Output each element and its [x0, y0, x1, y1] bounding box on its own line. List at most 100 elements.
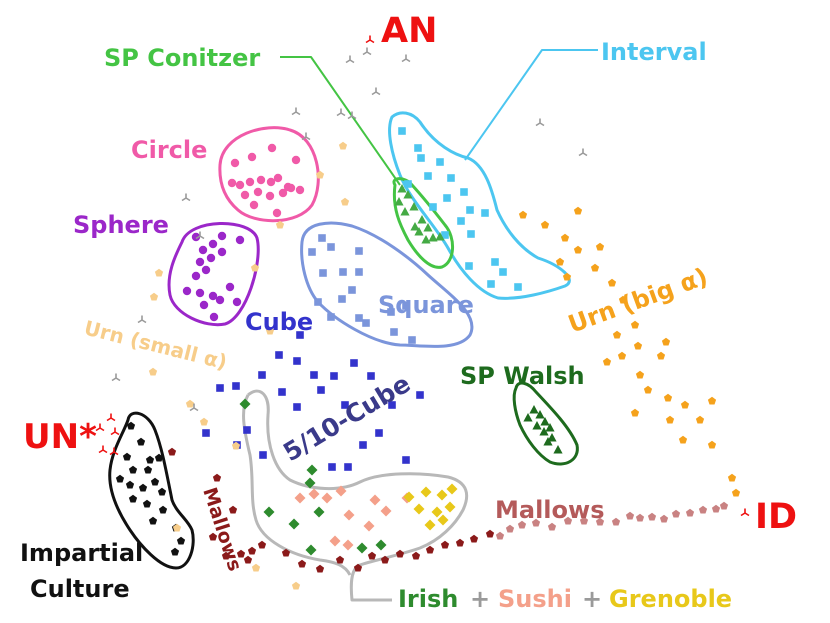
- interval-point-1: [414, 144, 422, 152]
- square-point-12: [355, 314, 363, 322]
- gray-tri-point-0: [345, 55, 355, 64]
- sushi-point-0: [294, 492, 306, 504]
- interval-leader: [464, 49, 598, 161]
- cube-point-6: [350, 359, 358, 367]
- impartial-culture-point-12: [128, 494, 138, 503]
- urn-small-point-10: [172, 523, 182, 532]
- gray-tri-point-9: [181, 193, 191, 202]
- circle-point-13: [253, 187, 263, 197]
- gray-tri-point-8: [578, 148, 588, 157]
- urn-small-point-13: [231, 441, 241, 450]
- mallows-dark-point-2: [228, 505, 238, 514]
- gray-tri-point-4: [336, 108, 346, 117]
- sp-conitzer-point-1: [403, 190, 413, 199]
- interval-point-3: [436, 158, 444, 166]
- mallows-light-point-16: [711, 504, 721, 513]
- sphere-outline: [167, 222, 260, 327]
- cube-point-21: [402, 456, 410, 464]
- interval-point-5: [447, 174, 455, 182]
- sp-walsh-point-4: [545, 423, 555, 432]
- urn-big-point-3: [573, 245, 583, 254]
- urn-big-point-2: [560, 233, 570, 242]
- irish-point-7: [305, 544, 317, 556]
- mallows-light-point-5: [563, 516, 573, 525]
- irish-point-1: [306, 464, 318, 476]
- urn-big-point-20: [695, 415, 705, 424]
- urn-small-point-0: [338, 141, 348, 150]
- mallows-light-point-9: [625, 511, 635, 520]
- label-plus-1: +: [470, 585, 490, 613]
- urn-big-point-7: [607, 278, 617, 287]
- mallows-light-point-7: [595, 517, 605, 526]
- grenoble-point-1: [420, 486, 432, 498]
- mallows-light-point-8: [611, 517, 621, 526]
- urn-big-point-6: [595, 242, 605, 251]
- sphere-point-15: [209, 312, 219, 322]
- sp-conitzer-point-5: [417, 215, 427, 224]
- impartial-culture-point-9: [138, 483, 148, 492]
- impartial-culture-point-15: [148, 516, 158, 525]
- mallows-dark-point-5: [221, 551, 231, 560]
- sphere-point-4: [235, 235, 245, 245]
- square-point-14: [362, 319, 370, 327]
- mallows-light-point-0: [495, 531, 505, 540]
- sp-walsh-point-7: [543, 437, 553, 446]
- circle-point-5: [235, 180, 245, 190]
- label-sp-walsh: SP Walsh: [460, 362, 585, 390]
- urn-small-point-4: [154, 268, 164, 277]
- grenoble-point-7: [444, 501, 456, 513]
- circle-point-8: [266, 177, 276, 187]
- sushi-point-1: [308, 488, 320, 500]
- circle-point-16: [249, 200, 259, 210]
- square-point-16: [408, 336, 416, 344]
- sp-conitzer-point-10: [421, 235, 431, 244]
- irish-point-6: [356, 542, 368, 554]
- circle-point-7: [256, 175, 266, 185]
- cube-point-3: [258, 371, 266, 379]
- mallows-light-point-3: [531, 518, 541, 527]
- cube-point-5: [330, 372, 338, 380]
- grenoble-point-4: [413, 503, 425, 515]
- urn-big-point-26: [727, 473, 737, 482]
- circle-point-4: [227, 178, 237, 188]
- sushi-point-2: [321, 492, 333, 504]
- square-point-8: [338, 295, 346, 303]
- impartial-culture-point-11: [157, 487, 167, 496]
- label-circle: Circle: [131, 136, 207, 164]
- square-point-6: [319, 269, 327, 277]
- urn-big-point-22: [630, 408, 640, 417]
- urn-small-point-6: [265, 326, 275, 335]
- urn-big-point-10: [612, 330, 622, 339]
- sp-walsh-point-2: [540, 417, 550, 426]
- square-point-10: [387, 308, 395, 316]
- sp-conitzer-point-6: [410, 222, 420, 231]
- sphere-point-1: [198, 245, 208, 255]
- circle-point-0: [230, 158, 240, 168]
- sphere-point-0: [191, 232, 201, 242]
- impartial-culture-point-5: [128, 465, 138, 474]
- sphere-point-2: [208, 239, 218, 249]
- circle-point-17: [272, 208, 282, 218]
- cube-point-19: [344, 463, 352, 471]
- gray-tri-point-1: [362, 47, 372, 56]
- mallows-dark-point-8: [297, 559, 307, 568]
- impartial-culture-point-7: [115, 474, 125, 483]
- square-point-13: [327, 313, 335, 321]
- interval-point-6: [404, 180, 412, 188]
- cube-point-20: [328, 463, 336, 471]
- label-plus-2: +: [582, 585, 602, 613]
- sphere-point-9: [201, 265, 211, 275]
- mallows-dark-point-17: [440, 540, 450, 549]
- square-point-15: [390, 328, 398, 336]
- un-point-4: [109, 447, 119, 456]
- sphere-point-7: [217, 247, 227, 257]
- cube-point-13: [367, 372, 375, 380]
- irish-point-0: [239, 398, 251, 410]
- urn-small-point-11: [251, 563, 261, 572]
- sphere-point-11: [195, 288, 205, 298]
- label-grenoble: Grenoble: [609, 585, 732, 613]
- interval-point-19: [514, 283, 522, 291]
- gray-tri-point-6: [301, 132, 311, 141]
- un-point-2: [110, 427, 120, 436]
- sp-walsh-point-8: [553, 445, 563, 454]
